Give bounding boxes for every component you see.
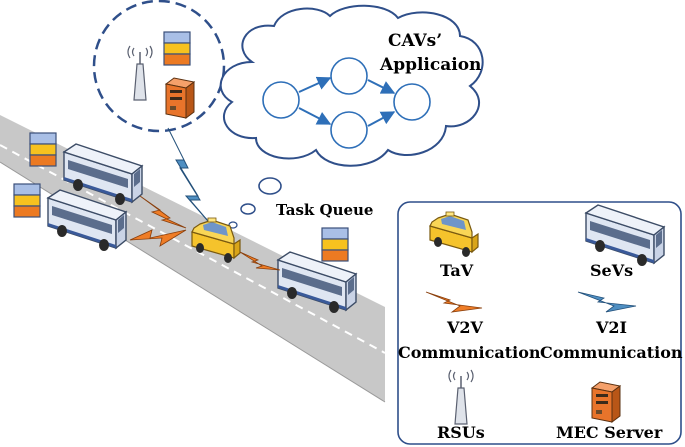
- application-cloud: CAVs’ Applicaion: [219, 4, 484, 229]
- legend: TaV SeVs V2V Communication V2I Communica…: [397, 201, 683, 445]
- rsu-mec-callout: [92, 0, 226, 133]
- task-queue-icon: [13, 183, 41, 218]
- legend-v2v-label-line1: V2V: [446, 318, 484, 337]
- task-queue-icon: [321, 227, 349, 262]
- v2v-lightning-bolt-icon: [129, 229, 187, 247]
- legend-v2i-lightning-icon: [577, 291, 637, 313]
- task-queue-label: Task Queue: [276, 201, 373, 219]
- mec-server-icon: [165, 77, 195, 119]
- legend-v2i-label-line2: Communication: [540, 343, 683, 362]
- legend-v2v-label-line2: Communication: [398, 343, 541, 362]
- legend-v2i-label-line1: V2I: [595, 318, 627, 337]
- v2v-lightning-bolt-icon: [139, 195, 187, 229]
- graph-node: [330, 57, 368, 95]
- legend-sevs-label: SeVs: [590, 261, 633, 280]
- task-queue-icon: [29, 132, 57, 167]
- legend-mec-label: MEC Server: [556, 423, 663, 442]
- v2v-lightning-bolt-icon: [239, 251, 281, 271]
- cloud-title-line1: CAVs’: [388, 31, 442, 51]
- cloud-title-line2: Applicaion: [379, 55, 481, 75]
- legend-mec-server-icon: [591, 381, 621, 423]
- legend-rsus-label: RSUs: [437, 423, 485, 442]
- task-graph: [262, 57, 431, 149]
- legend-tav-label: TaV: [440, 261, 474, 280]
- graph-node: [393, 83, 431, 121]
- graph-node: [262, 81, 300, 119]
- graph-node: [330, 111, 368, 149]
- task-queue-icon: [163, 31, 191, 66]
- legend-v2v-lightning-icon: [425, 291, 483, 313]
